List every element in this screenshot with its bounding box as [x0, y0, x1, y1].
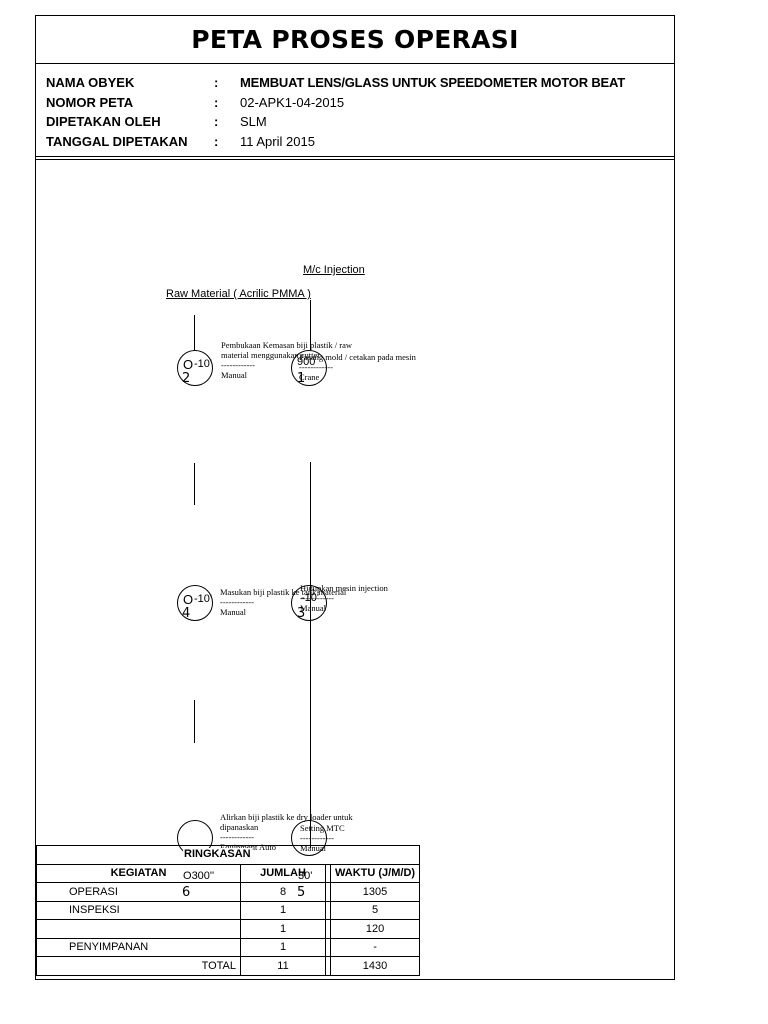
- step-description: Pembukaan Kemasan biji plastik / raw mat…: [221, 340, 353, 380]
- step-number: 2: [182, 371, 191, 386]
- cell-kegiatan: PENYIMPANAN: [36, 937, 241, 957]
- info-label: NAMA OBYEK: [46, 75, 135, 90]
- table-row: PENYIMPANAN 1 -: [36, 937, 421, 957]
- step-description: Hidupkan mesin injection ------------ Ma…: [300, 583, 388, 613]
- operation-circle: [291, 585, 327, 621]
- info-label: DIPETAKAN OLEH: [46, 114, 161, 129]
- cell-waktu: 5: [329, 900, 421, 920]
- summary-header-row: KEGIATAN JUMLAH WAKTU (J/M/D): [36, 863, 421, 883]
- step-description: Pasang mold / cetakan pada mesin -------…: [299, 352, 416, 382]
- summary-table: KEGIATAN JUMLAH WAKTU (J/M/D) OPERASI 8 …: [35, 845, 421, 976]
- cell-waktu: -: [329, 937, 421, 957]
- info-colon: :: [214, 75, 219, 90]
- info-value: SLM: [240, 114, 267, 129]
- flow-line-right: [310, 300, 311, 350]
- cell-jumlah: 1: [240, 919, 326, 939]
- total-jumlah: 11: [240, 956, 326, 976]
- operation-circle: [177, 585, 213, 621]
- raw-material-label: Raw Material ( Acrilic PMMA ): [166, 288, 311, 300]
- step-number: 1: [297, 371, 306, 386]
- header-waktu: WAKTU (J/M/D): [329, 863, 421, 883]
- cell-jumlah: 1: [240, 937, 326, 957]
- info-label: TANGGAL DIPETAKAN: [46, 133, 188, 149]
- step-time: 900: [297, 356, 316, 368]
- total-waktu: 1430: [329, 956, 421, 976]
- step-number: 3: [297, 606, 306, 621]
- step-number: 4: [182, 606, 191, 621]
- info-value: 11 April 2015: [240, 133, 315, 149]
- total-label: TOTAL: [36, 956, 241, 976]
- step-time: -10': [194, 593, 212, 605]
- step-number: 6: [182, 885, 191, 900]
- info-colon: :: [214, 94, 219, 110]
- info-colon: :: [214, 133, 219, 149]
- step-time: -10': [194, 358, 212, 370]
- cell-jumlah: 1: [240, 900, 326, 920]
- table-row: OPERASI 8 1305: [36, 882, 421, 902]
- step-time: -10': [301, 592, 319, 604]
- operation-circle: [177, 350, 213, 386]
- document-frame: PETA PROSES OPERASI NAMA OBYEK : MEMBUAT…: [35, 15, 675, 980]
- step-time: 30': [298, 870, 313, 882]
- operation-circle: [291, 350, 327, 386]
- header-jumlah: JUMLAH: [240, 863, 326, 883]
- step-time: O300'': [183, 870, 215, 882]
- operation-mark: O: [183, 592, 194, 607]
- total-row: TOTAL 11 1430: [36, 956, 421, 976]
- table-row: 1 120: [36, 919, 421, 939]
- header-kegiatan: KEGIATAN: [36, 863, 241, 883]
- info-colon: :: [214, 114, 219, 129]
- cell-waktu: 120: [329, 919, 421, 939]
- cell-kegiatan: INSPEKSI: [36, 900, 241, 920]
- flow-line-left: [194, 315, 195, 350]
- flow-line-left: [194, 463, 195, 505]
- mc-injection-label: M/c Injection: [303, 264, 365, 276]
- cell-kegiatan: OPERASI: [36, 882, 241, 902]
- summary-title: RINGKASAN: [183, 848, 252, 860]
- step-number: 5: [297, 885, 306, 900]
- title-box: PETA PROSES OPERASI: [36, 16, 674, 64]
- header-divider: [36, 156, 674, 160]
- info-value: MEMBUAT LENS/GLASS UNTUK SPEEDOMETER MOT…: [240, 75, 625, 90]
- operation-mark: O: [183, 357, 194, 372]
- cell-kegiatan: [36, 919, 241, 939]
- step-description: Masukan biji plastik ke tank material --…: [220, 587, 347, 617]
- table-row: INSPEKSI 1 5: [36, 900, 421, 920]
- info-value: 02-APK1-04-2015: [240, 94, 345, 110]
- cell-jumlah: 8: [240, 882, 326, 902]
- flow-line-left: [194, 700, 195, 743]
- cell-waktu: 1305: [329, 882, 421, 902]
- flow-line-right: [310, 462, 311, 848]
- page-title: PETA PROSES OPERASI: [191, 25, 519, 54]
- info-label: NOMOR PETA: [46, 94, 134, 110]
